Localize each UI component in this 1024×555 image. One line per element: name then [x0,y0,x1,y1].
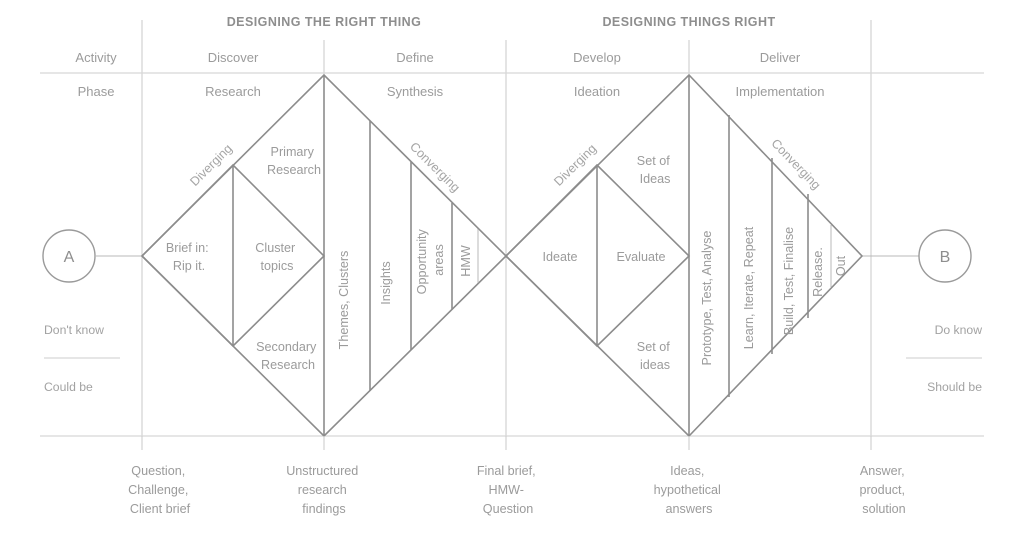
diamond-two-outline [504,73,864,438]
footer-label-4: Answer, product, solution [859,464,908,516]
diamond-two-column-learn-iterate-repeat: Learn, Iterate, Repeat [742,226,756,349]
phase-implementation: Implementation [736,84,825,99]
endpoint-start: A [42,229,142,283]
end-label: B [940,249,951,266]
start-state-bottom: Could be [44,380,93,394]
diamond-two-converging-label: Converging [768,136,823,192]
diamond-one-converging-label: Converging [407,139,463,194]
diamond-one-column-themes-clusters: Themes, Clusters [337,251,351,350]
phase-synthesis: Synthesis [387,84,444,99]
diamond-one-column-hmw: HMW [459,245,473,277]
diamond-two-cell-ideate: Ideate [542,250,577,264]
start-state-top: Don't know [44,323,104,337]
row-label-phase: Phase [78,84,115,99]
diamond-two-cell-set-of-ideas-upper: Set of Ideas [637,154,673,186]
footer-label-3: Ideas, hypothetical answers [654,464,725,516]
endpoint-end: B [862,229,972,283]
diamond-two-cell-set-of-ideas-lower: Set of ideas [637,340,673,372]
end-state-bottom: Should be [927,380,982,394]
activity-discover: Discover [208,50,259,65]
diamond-one-inner [140,163,326,348]
diamond-two-column-build-test-finalise: Build, Test, Finalise [782,227,796,335]
start-label: A [64,249,75,266]
phase-ideation: Ideation [574,84,620,99]
diamond-one-cell-primary-research: Primary Research [267,145,321,177]
diamond-two-cell-evaluate: Evaluate [616,250,665,264]
footer-ticks [141,436,872,450]
phase-research: Research [205,84,261,99]
diamond-one-column-insights: Insights [379,261,393,304]
diamond-one-diverging-label: Diverging [187,141,235,188]
activity-define: Define [396,50,434,65]
diamond-one-cell-brief-in: Brief in: Rip it. [166,241,212,273]
diamond-two: Diverging Converging Set of Ideas Set of… [504,73,864,438]
diamond-two-diverging-label: Diverging [551,142,599,189]
band-title-left: DESIGNING THE RIGHT THING [227,15,422,29]
end-circle [918,229,972,283]
band-title-right: DESIGNING THINGS RIGHT [602,15,775,29]
diamond-two-column-release: Release. [811,247,825,297]
diamond-two-column-prototype-test-analyse: Prototype, Test, Analyse [700,231,714,366]
footer-label-0: Question, Challenge, Client brief [128,464,192,516]
footer-label-2: Final brief, HMW- Question [477,464,539,516]
diamond-two-column-out: Out [834,255,848,276]
diamond-one-cell-cluster-topics: Cluster topics [255,241,298,273]
diamond-two-inner [504,163,691,348]
row-label-activity: Activity [75,50,117,65]
footer-label-1: Unstructured research findings [286,464,362,516]
end-state-top: Do know [935,323,983,337]
diamond-one: Diverging Converging Primary Research Se… [140,73,508,438]
activity-develop: Develop [573,50,621,65]
diamond-one-column-opportunity-areas: Opportunity areas [415,226,446,295]
activity-deliver: Deliver [760,50,801,65]
diamond-one-cell-secondary-research: Secondary Research [256,340,320,372]
